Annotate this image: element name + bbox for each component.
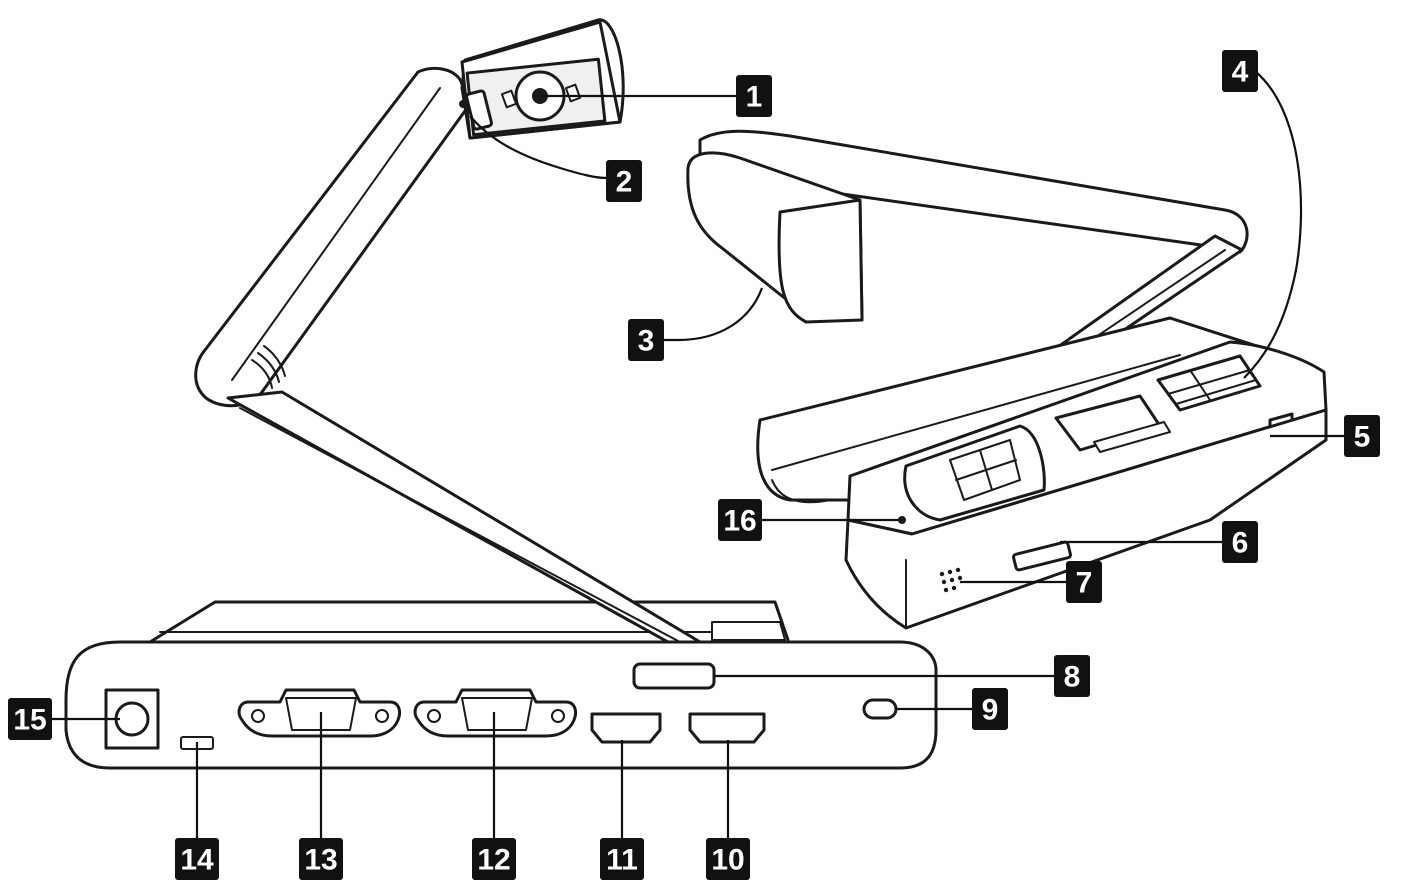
callout-badges: 1 2 3 4 5 6 7 8	[8, 50, 1380, 880]
svg-text:5: 5	[1354, 421, 1371, 454]
svg-text:10: 10	[711, 844, 744, 877]
svg-text:8: 8	[1064, 661, 1081, 694]
callout-9: 9	[972, 688, 1008, 730]
microphone-holes	[939, 567, 963, 593]
callout-4: 4	[1222, 50, 1258, 92]
hdmi-port-1	[590, 712, 662, 744]
svg-text:13: 13	[304, 844, 337, 877]
callout-1: 1	[736, 75, 772, 117]
svg-text:4: 4	[1232, 56, 1249, 89]
hdmi-port-2	[688, 712, 766, 744]
svg-text:2: 2	[616, 166, 633, 199]
callout-8: 8	[1054, 655, 1090, 697]
power-led	[898, 516, 906, 524]
device-folded-view	[686, 129, 1328, 630]
callout-7: 7	[1066, 561, 1102, 603]
svg-text:11: 11	[606, 844, 638, 877]
callout-13: 13	[299, 838, 343, 880]
top-slot	[632, 662, 716, 690]
callout-11: 11	[600, 838, 644, 880]
svg-text:14: 14	[180, 844, 214, 877]
svg-text:6: 6	[1232, 527, 1249, 560]
callout-2: 2	[606, 160, 642, 202]
camera-head	[459, 18, 625, 140]
leader-lines	[52, 71, 1344, 838]
svg-text:7: 7	[1076, 567, 1093, 600]
callout-3: 3	[628, 319, 664, 361]
svg-text:9: 9	[982, 694, 999, 727]
control-buttons	[903, 354, 1262, 522]
callout-16: 16	[718, 499, 762, 541]
callout-6: 6	[1222, 521, 1258, 563]
callout-5: 5	[1344, 415, 1380, 457]
callout-14: 14	[175, 838, 219, 880]
vga-port-2	[413, 688, 578, 738]
front-face	[844, 408, 1328, 630]
svg-text:15: 15	[13, 704, 46, 737]
kensington-lock	[862, 698, 898, 720]
folded-camera-head	[686, 151, 864, 324]
svg-text:16: 16	[723, 505, 756, 538]
callout-10: 10	[706, 838, 750, 880]
front-usb-slot	[1012, 540, 1072, 572]
callout-15: 15	[8, 698, 52, 740]
svg-text:12: 12	[477, 844, 510, 877]
svg-text:1: 1	[746, 81, 763, 114]
svg-text:3: 3	[638, 325, 655, 358]
device-rear-view	[64, 18, 938, 770]
callout-12: 12	[472, 838, 516, 880]
